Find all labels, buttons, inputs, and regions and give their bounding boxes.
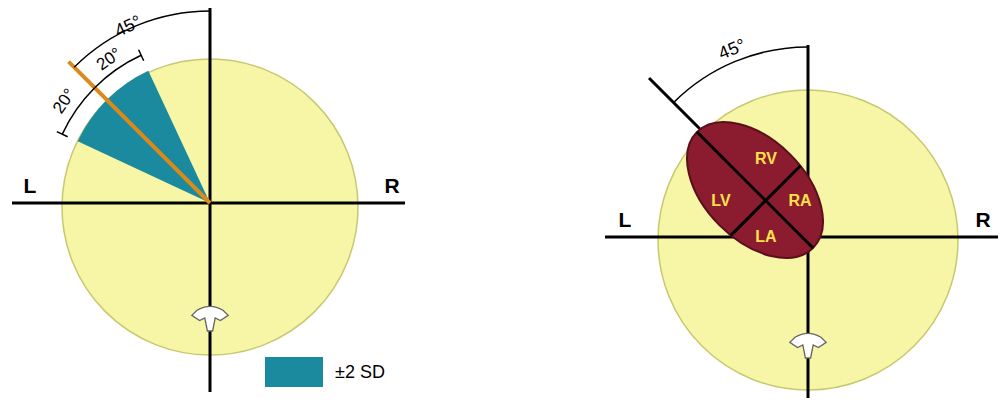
heart-outline <box>670 95 840 280</box>
chamber-label: LV <box>711 193 730 209</box>
side-label: L <box>24 175 37 196</box>
chamber-label: RV <box>755 151 777 167</box>
spine-symbol <box>790 333 826 358</box>
legend-text: ±2 SD <box>335 363 385 381</box>
angle-arc <box>674 47 808 103</box>
spine-symbol <box>192 306 228 331</box>
mean-axis-line <box>69 62 210 203</box>
heart-shape: RV LV RA LA <box>670 95 840 280</box>
angle-label: 20° <box>94 45 125 74</box>
angle-label: 45° <box>716 36 748 63</box>
angle-label: 20° <box>50 86 79 117</box>
chamber-label: LA <box>755 229 776 245</box>
legend-swatch <box>265 357 323 387</box>
chamber-label: RA <box>788 193 811 209</box>
arc-tick <box>57 132 68 137</box>
arc-tick <box>139 50 144 61</box>
angle-label: 45° <box>112 12 144 40</box>
side-label: R <box>975 209 990 230</box>
side-label: R <box>384 175 399 196</box>
side-label: L <box>619 209 632 230</box>
